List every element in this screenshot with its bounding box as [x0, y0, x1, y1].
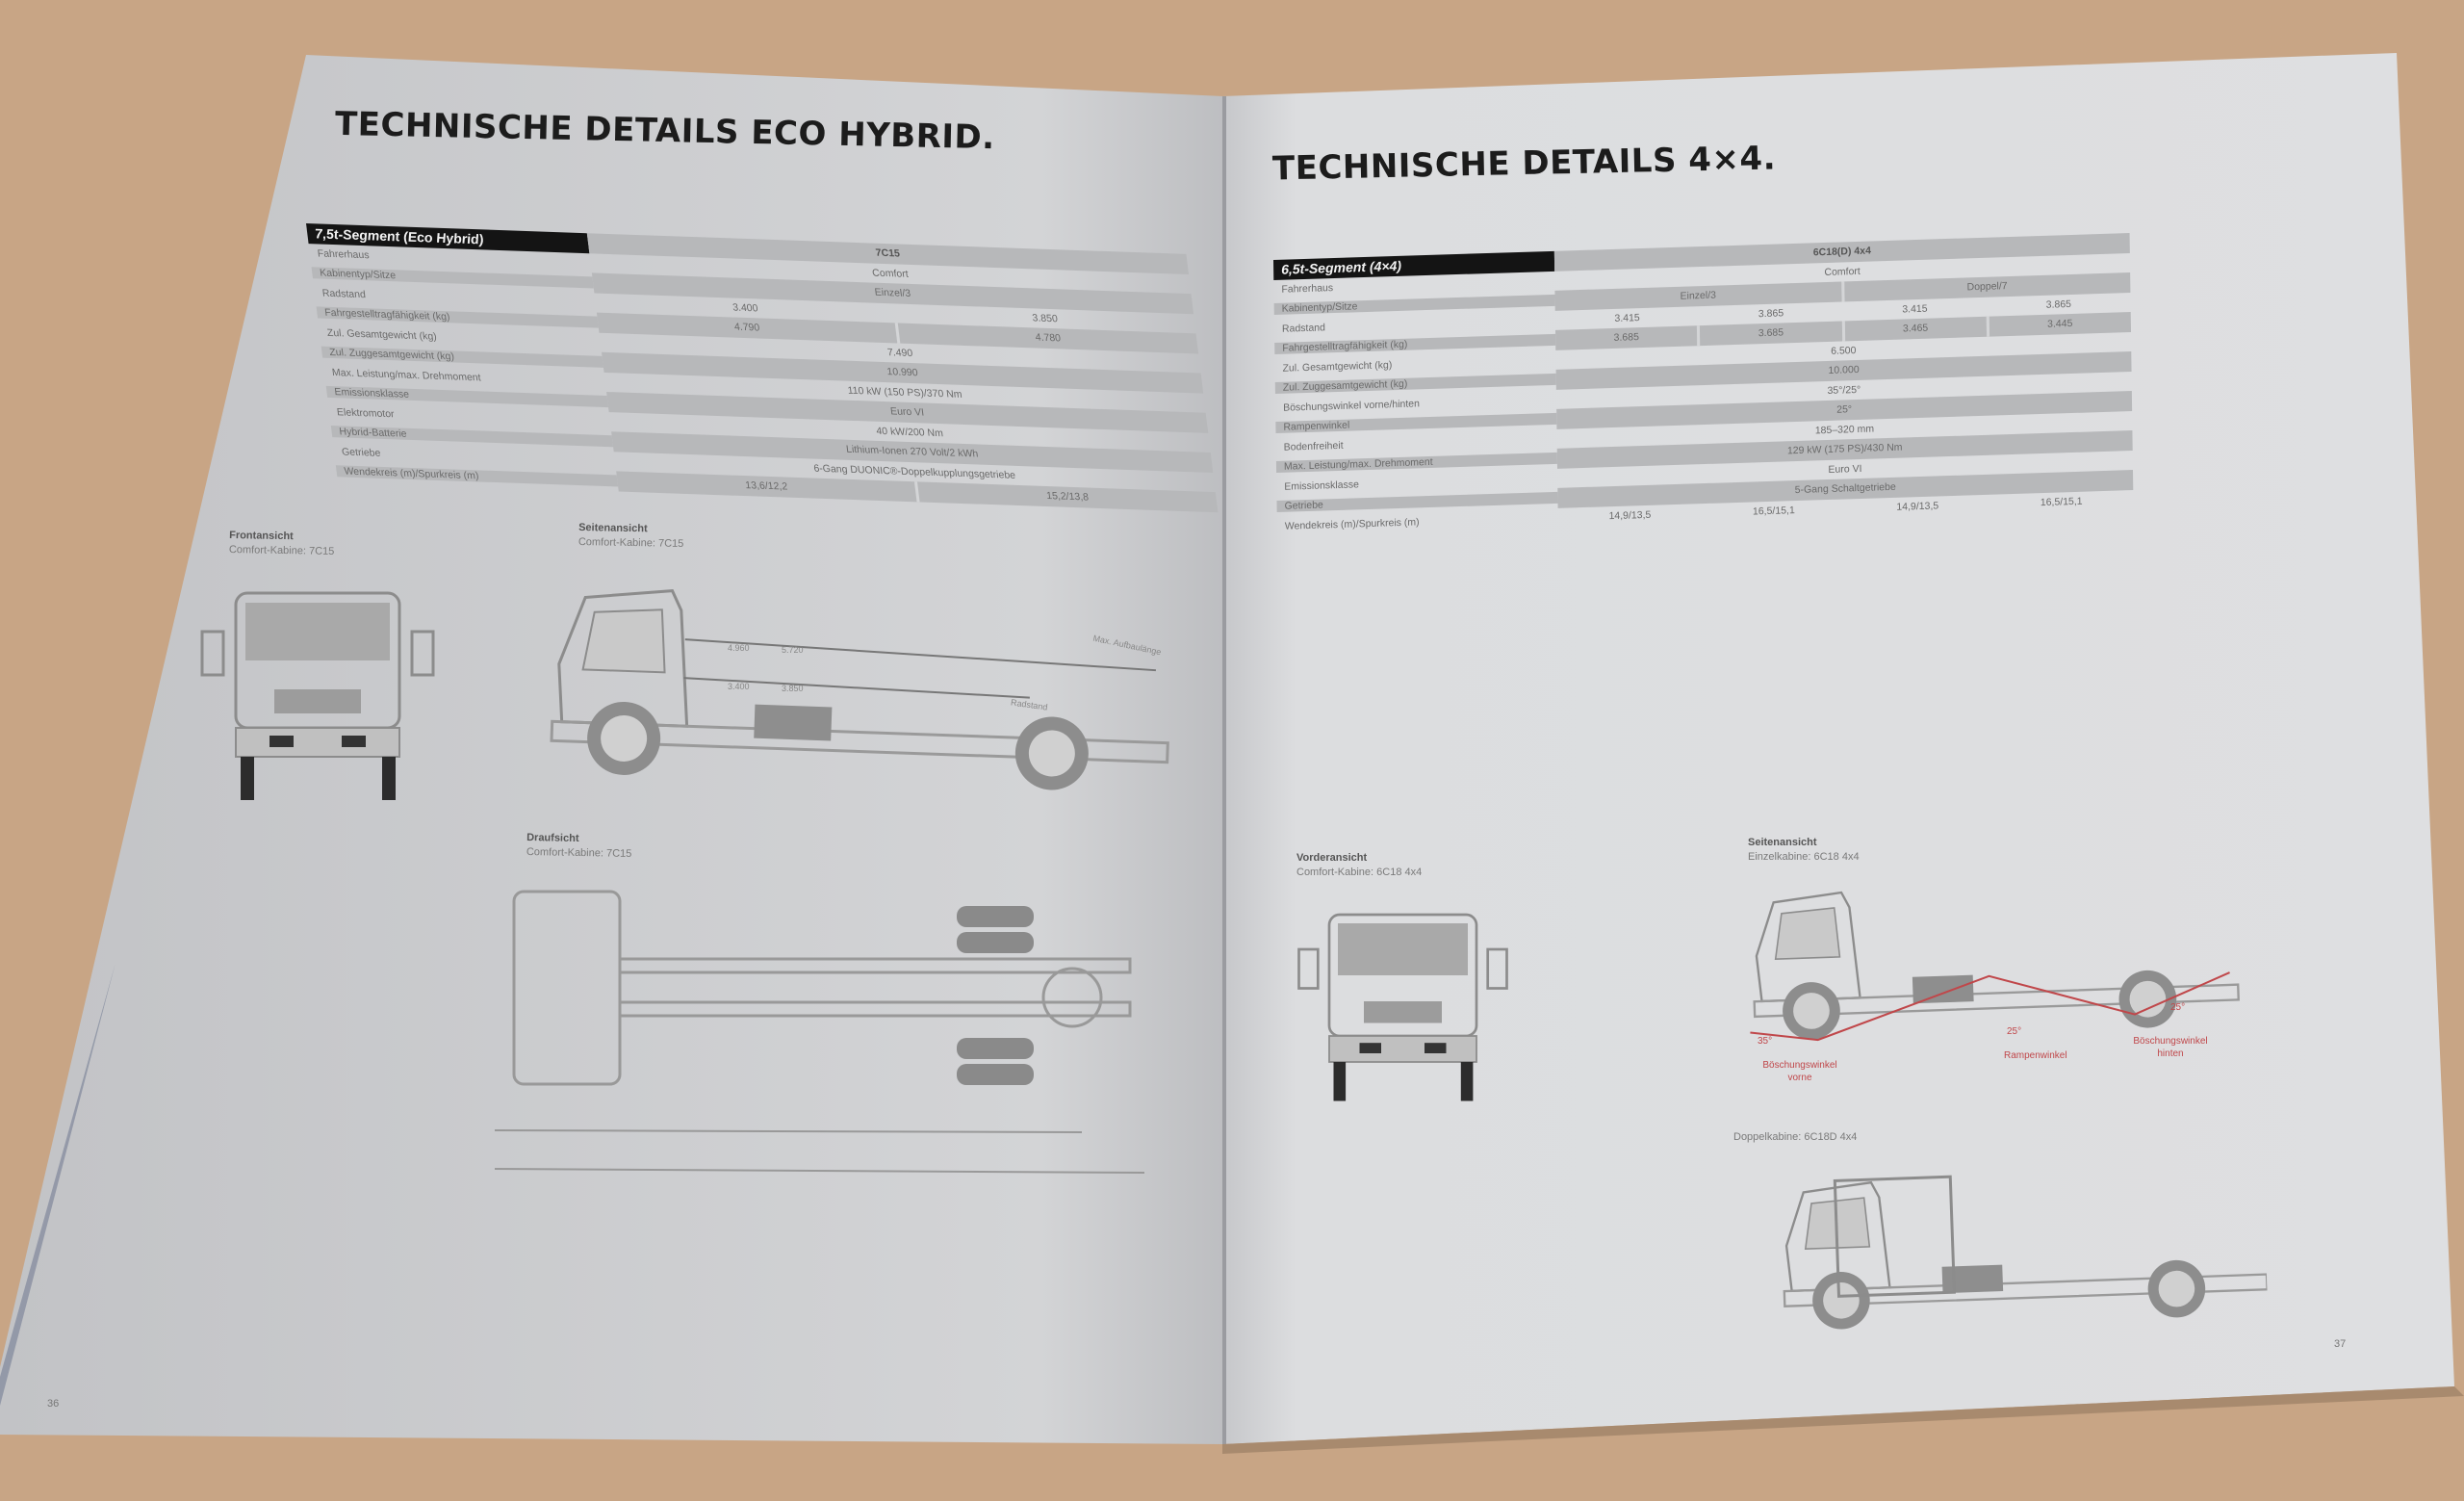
- side-view-title: Seitenansicht: [578, 522, 648, 535]
- rear-angle-value: 25°: [2170, 1002, 2186, 1013]
- ramp-angle-value: 25°: [2007, 1026, 2022, 1037]
- front-view-truck-drawing: [200, 591, 435, 802]
- top-view-chassis-drawing: [495, 890, 1145, 1174]
- side-dim-2: 5.720: [782, 645, 804, 655]
- side-view-truck-drawing: [549, 584, 1174, 796]
- side-view-4x4-caption: Seitenansicht Einzelkabine: 6C18 4x4: [1748, 836, 1860, 865]
- side-view-4x4-subtitle: Einzelkabine: 6C18 4x4: [1748, 851, 1860, 863]
- top-view-caption: Draufsicht Comfort-Kabine: 7C15: [526, 831, 632, 862]
- front-view-caption: Frontansicht Comfort-Kabine: 7C15: [229, 529, 335, 559]
- side-dim-1: 4.960: [728, 643, 750, 653]
- side-view-caption: Seitenansicht Comfort-Kabine: 7C15: [578, 521, 684, 552]
- front-view-subtitle: Comfort-Kabine: 7C15: [228, 544, 335, 557]
- front-view-4x4-title: Vorderansicht: [1296, 852, 1368, 864]
- side-view-subtitle: Comfort-Kabine: 7C15: [578, 536, 684, 550]
- front-view-4x4-subtitle: Comfort-Kabine: 6C18 4x4: [1296, 867, 1423, 878]
- front-angle-label: Böschungswinkel vorne: [1762, 1060, 1837, 1083]
- front-view-4x4-truck-drawing: [1297, 913, 1508, 1102]
- front-view-title: Frontansicht: [229, 530, 294, 543]
- front-view-4x4-caption: Vorderansicht Comfort-Kabine: 6C18 4x4: [1296, 851, 1422, 880]
- ramp-angle-label: Rampenwinkel: [2004, 1050, 2067, 1061]
- side-view-4x4-truck-drawing: [1749, 877, 2241, 1044]
- double-cab-caption: Doppelkabine: 6C18D 4x4: [1733, 1131, 1858, 1143]
- rear-angle-label: Böschungswinkel hinten: [2133, 1036, 2208, 1059]
- left-page-number: 36: [47, 1398, 60, 1410]
- top-view-subtitle: Comfort-Kabine: 7C15: [526, 846, 632, 860]
- right-page-number: 37: [2334, 1338, 2347, 1350]
- double-cab-truck-drawing: [1779, 1167, 2270, 1333]
- side-dim-3: 3.400: [728, 682, 750, 691]
- top-view-title: Draufsicht: [526, 832, 579, 844]
- ground-clearance-angle-lines: [1750, 971, 2230, 1042]
- front-angle-value: 35°: [1758, 1036, 1773, 1047]
- side-dim-4: 3.850: [782, 684, 804, 693]
- side-view-4x4-title: Seitenansicht: [1748, 837, 1817, 848]
